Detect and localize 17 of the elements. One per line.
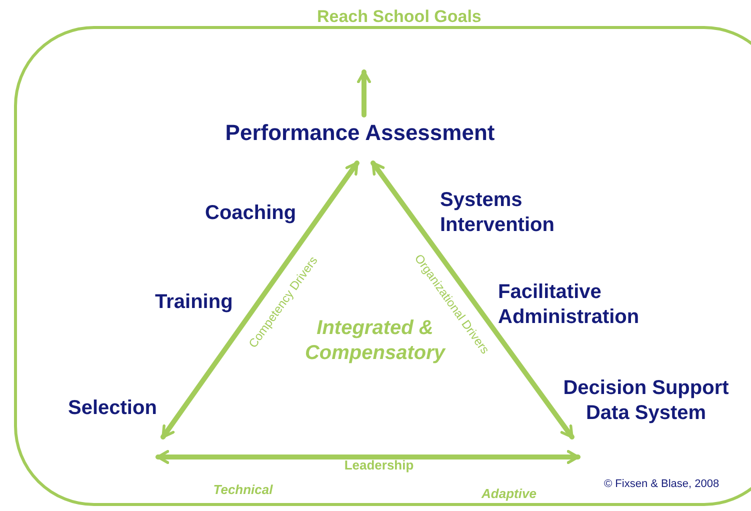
driver-label: Facilitative Administration — [498, 280, 640, 330]
edge-label: Leadership — [344, 456, 414, 474]
copyright-note: © Fixsen & Blase, 2008 — [604, 477, 720, 492]
driver-label: Coaching — [205, 201, 296, 226]
arrow — [160, 160, 360, 440]
arrow — [357, 70, 371, 118]
frame-heading: Reach School Goals — [317, 6, 482, 28]
arrow — [370, 160, 574, 440]
arrow — [156, 450, 580, 464]
center-label: Integrated & Compensatory — [304, 317, 446, 366]
driver-label: Decision Support Data System — [562, 376, 730, 426]
corner-label: Adaptive — [471, 484, 547, 504]
corner-label: Technical — [203, 480, 283, 500]
driver-label: Systems Intervention — [440, 188, 556, 238]
driver-label: Training — [155, 290, 233, 315]
driver-label: Selection — [68, 396, 157, 421]
goal-label: Performance Assessment — [203, 116, 517, 149]
